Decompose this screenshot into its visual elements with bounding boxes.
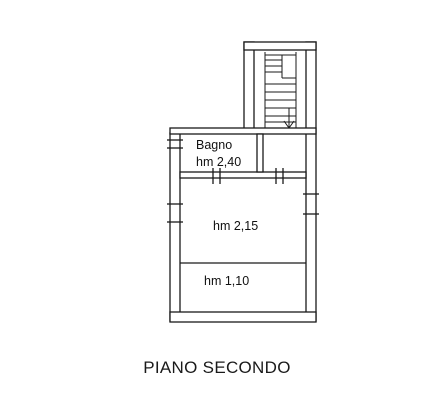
- floor-title: PIANO SECONDO: [143, 358, 290, 377]
- outer-walls: [169, 41, 317, 323]
- main-room-height-label: hm 2,15: [213, 219, 258, 233]
- bathroom-height-label: hm 2,40: [196, 155, 241, 169]
- staircase: [264, 52, 297, 132]
- low-room-height-label: hm 1,10: [204, 274, 249, 288]
- openings: [167, 139, 319, 223]
- bathroom-name-label: Bagno: [196, 138, 232, 152]
- interior-walls: [169, 127, 317, 264]
